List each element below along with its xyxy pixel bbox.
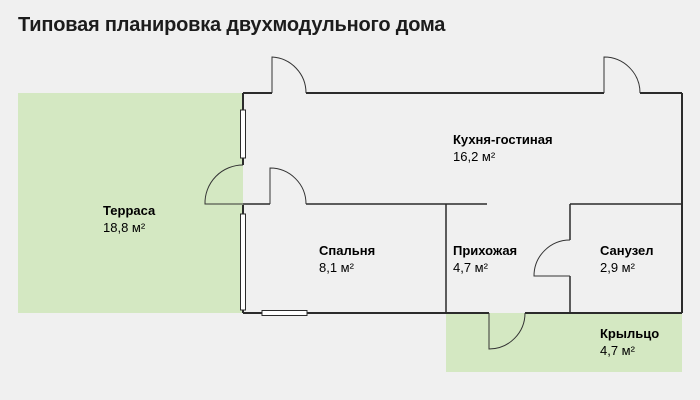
door-entrance [488,312,526,350]
window-terrace-upper [240,109,246,159]
kitchen-area-value: 16,2 м² [453,149,496,164]
window-bedroom-bottom [261,310,308,316]
window-terrace-lower [240,213,246,311]
door-kitchen-left [271,56,307,94]
door-kitchen-right [603,56,641,94]
interior-walls [243,203,682,313]
terrace-area-value: 18,8 м² [103,220,146,235]
doors [204,56,641,350]
kitchen-name: Кухня-гостиная [453,132,553,147]
page-title: Типовая планировка двухмодульного дома [18,14,446,36]
porch-name: Крыльцо [600,326,659,341]
bedroom-name: Спальня [319,243,375,258]
door-bedroom [269,167,307,205]
bedroom-area-value: 8,1 м² [319,260,355,275]
terrace-name: Терраса [103,203,156,218]
door-terrace [204,164,244,205]
porch-area-value: 4,7 м² [600,343,636,358]
porch-area [446,313,682,372]
hallway-name: Прихожая [453,243,517,258]
exterior-walls [242,92,683,314]
windows [240,109,308,316]
bathroom-area-value: 2,9 м² [600,260,636,275]
hallway-area-value: 4,7 м² [453,260,489,275]
door-bathroom [533,239,571,277]
terrace-area [18,93,243,313]
bathroom-name: Санузел [600,243,653,258]
